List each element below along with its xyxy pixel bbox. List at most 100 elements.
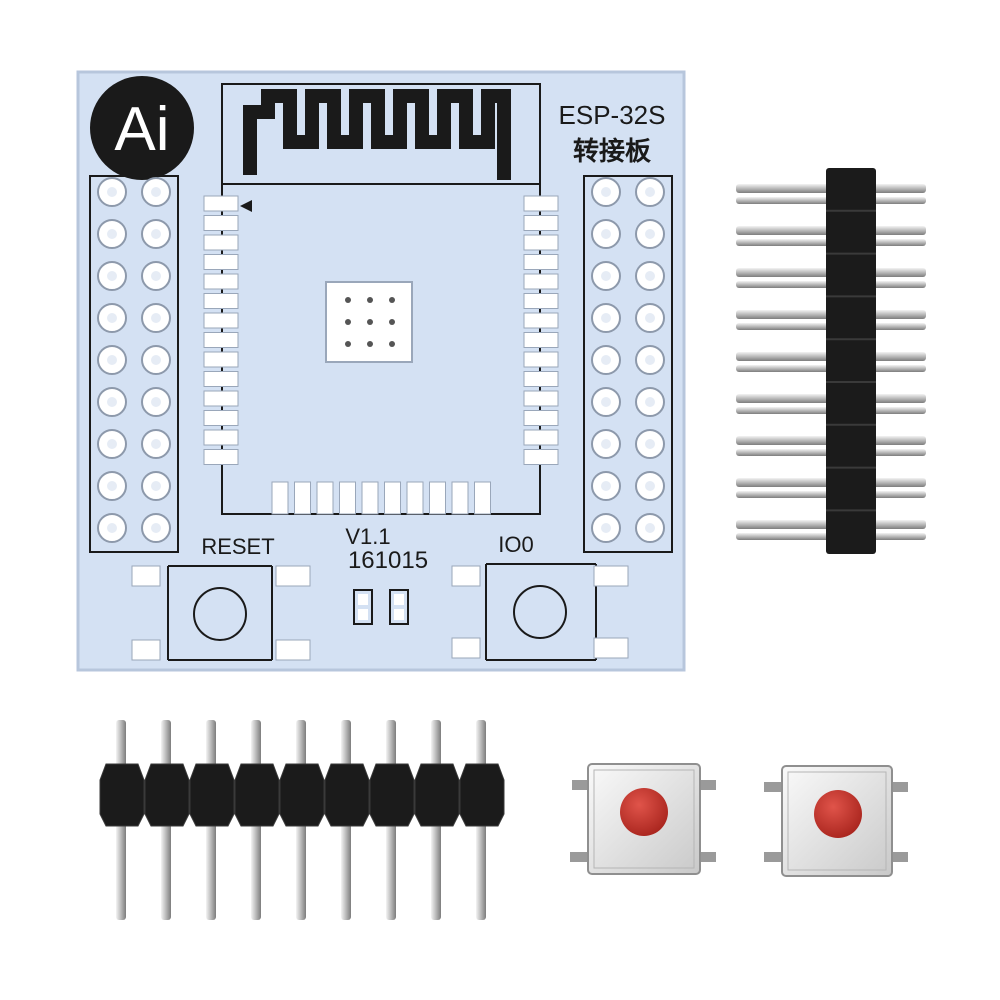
module-pad-right	[523, 351, 559, 368]
module-pad-bottom	[429, 481, 446, 515]
header-hole-center	[601, 481, 611, 491]
header-hole-center	[645, 271, 655, 281]
module-pad-bottom	[406, 481, 424, 515]
reset-label: RESET	[201, 534, 274, 559]
header-segment	[369, 763, 415, 827]
header-hole-center	[107, 355, 117, 365]
adapter-board: Ai ESP-32S 转接板 V1.1 161015 RESET IO0	[76, 70, 686, 672]
ai-logo: Ai	[90, 76, 194, 180]
smd-pads-center	[353, 589, 409, 625]
reset-switch-footprint	[131, 565, 311, 661]
io0-switch-footprint	[451, 563, 629, 661]
module-pad-left	[203, 234, 239, 251]
version-label: V1.1	[345, 524, 390, 549]
module-pad-bottom	[271, 481, 289, 515]
date-code-label: 161015	[348, 547, 428, 574]
header-hole-center	[107, 481, 117, 491]
tact-switch-2	[764, 765, 908, 877]
module-pads	[203, 195, 559, 515]
module-pad-right	[523, 312, 559, 329]
header-hole-center	[151, 355, 161, 365]
module-pad-right	[523, 332, 559, 348]
module-pad-left	[203, 312, 239, 329]
header-segment	[99, 763, 145, 827]
header-hole-center	[645, 187, 655, 197]
module-pad-left	[203, 371, 239, 387]
header-hole-center	[601, 397, 611, 407]
module-pad-right	[523, 390, 559, 407]
module-pad-left	[203, 273, 239, 290]
module-pad-left	[203, 195, 239, 212]
subtitle-label: 转接板	[573, 136, 651, 166]
header-segment	[459, 763, 505, 827]
module-pad-bottom	[384, 481, 401, 515]
right-pin-header	[736, 168, 926, 554]
header-hole-center	[107, 397, 117, 407]
logo-text: Ai	[114, 95, 169, 164]
module-pad-left	[203, 390, 239, 407]
center-ground-pad	[325, 281, 413, 363]
module-pad-left	[203, 332, 239, 348]
header-hole-center	[151, 523, 161, 533]
header-hole-center	[107, 439, 117, 449]
module-pad-left	[203, 449, 239, 465]
header-hole-center	[107, 523, 117, 533]
module-pad-left	[203, 429, 239, 446]
header-segment	[414, 763, 460, 827]
header-hole-center	[601, 355, 611, 365]
header-segment	[144, 763, 190, 827]
module-pad-right	[523, 234, 559, 251]
header-segment	[279, 763, 325, 827]
header-holes	[97, 177, 665, 543]
module-pad-bottom	[361, 481, 379, 515]
module-pad-bottom	[316, 481, 334, 515]
module-pad-right	[523, 254, 559, 270]
header-hole-center	[151, 271, 161, 281]
tact-switch-1	[570, 763, 716, 875]
header-hole-center	[645, 229, 655, 239]
header-segment	[234, 763, 280, 827]
header-plastic	[826, 168, 876, 554]
module-pad-left	[203, 254, 239, 270]
module-pad-bottom	[339, 481, 356, 515]
module-pad-left	[203, 410, 239, 426]
header-hole-center	[601, 271, 611, 281]
header-hole-center	[151, 313, 161, 323]
module-pad-left	[203, 293, 239, 309]
module-pad-right	[523, 215, 559, 231]
module-footprint	[221, 183, 541, 515]
header-hole-center	[645, 313, 655, 323]
module-pad-left	[203, 351, 239, 368]
header-hole-center	[107, 271, 117, 281]
switch-cap-1	[620, 788, 668, 836]
header-hole-center	[645, 481, 655, 491]
module-pad-right	[523, 429, 559, 446]
header-segment	[189, 763, 235, 827]
module-pad-right	[523, 371, 559, 387]
header-hole-center	[151, 481, 161, 491]
header-hole-center	[645, 355, 655, 365]
module-pad-right	[523, 449, 559, 465]
left-header-outline	[89, 175, 179, 553]
module-pad-left	[203, 215, 239, 231]
header-hole-center	[645, 397, 655, 407]
header-hole-center	[151, 229, 161, 239]
header-hole-center	[151, 187, 161, 197]
bottom-pin-header	[99, 720, 505, 920]
header-hole-center	[645, 439, 655, 449]
module-pad-right	[523, 273, 559, 290]
io0-label: IO0	[498, 532, 533, 557]
module-pad-bottom	[451, 481, 469, 515]
pin1-marker	[240, 200, 252, 212]
right-header-outline	[583, 175, 673, 553]
header-segment	[324, 763, 370, 827]
header-hole-center	[601, 229, 611, 239]
module-pad-bottom	[474, 481, 491, 515]
header-hole-center	[601, 523, 611, 533]
module-pad-bottom	[294, 481, 311, 515]
header-hole-center	[151, 439, 161, 449]
header-hole-center	[107, 313, 117, 323]
module-pad-right	[523, 195, 559, 212]
header-hole-center	[601, 187, 611, 197]
